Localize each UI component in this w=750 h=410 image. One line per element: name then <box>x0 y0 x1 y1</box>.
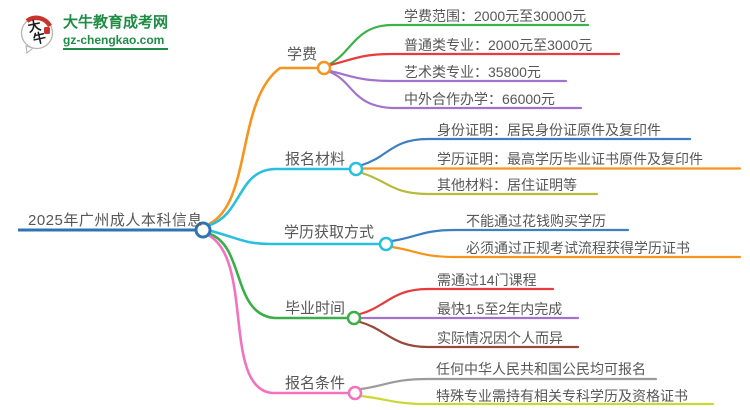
branch-line-materials <box>208 167 351 227</box>
conditions-node-ring <box>347 385 363 401</box>
leaf-cond-citizen: 任何中华人民共和国公民均可报名 <box>436 361 646 377</box>
branch-line-graduation <box>208 232 349 320</box>
leaf-tuition-art: 艺术类专业：35800元 <box>404 64 541 80</box>
leaf-line-cond-special <box>359 394 715 406</box>
leaf-line-tuition-range <box>328 23 590 66</box>
leaf-line-cond-citizen <box>359 377 658 391</box>
leaf-line-materials-id <box>360 137 692 167</box>
leaf-grad-courses: 需通过14门课程 <box>437 272 537 288</box>
degree-method-node-ring <box>378 236 394 252</box>
leaf-grad-varies: 实际情况因个人而异 <box>437 330 563 346</box>
logo-domain: gz-chengkao.com <box>63 33 169 51</box>
leaf-tuition-normal: 普通类专业：2000元至3000元 <box>404 37 593 53</box>
logo-badge-icon: 大 牛 <box>20 15 54 55</box>
leaf-grad-fastest: 最快1.5至2年内完成 <box>437 301 563 317</box>
leaf-materials-diploma: 学历证明：最高学历毕业证书原件及复印件 <box>437 151 703 167</box>
leaf-line-materials-other <box>360 171 599 196</box>
root-node-ring <box>194 221 212 239</box>
leaf-line-method-nobuy <box>390 228 630 243</box>
leaf-line-tuition-art <box>328 69 568 83</box>
leaf-line-method-exam <box>390 245 742 259</box>
leaf-cond-special: 特殊专业需持有相关专科学历及资格证书 <box>436 388 688 404</box>
leaf-method-exam: 必须通过正规考试流程获得学历证书 <box>466 240 690 256</box>
branch-label-degree-method: 学历获取方式 <box>284 224 375 241</box>
leaf-materials-id: 身份证明：居民身份证原件及复印件 <box>437 122 661 138</box>
branch-label-conditions: 报名条件 <box>285 375 346 392</box>
leaf-tuition-joint: 中外合作办学：66000元 <box>404 91 555 107</box>
branch-line-tuition <box>207 66 319 226</box>
leaf-tuition-range: 学费范围：2000元至30000元 <box>404 8 587 24</box>
branch-line-conditions <box>206 233 350 395</box>
leaf-line-tuition-normal <box>328 52 621 67</box>
tuition-node-ring <box>316 60 332 76</box>
materials-node-ring <box>348 161 364 177</box>
leaf-line-tuition-joint <box>328 70 583 110</box>
logo-title: 大牛教育成考网 <box>63 14 169 31</box>
leaf-line-grad-courses <box>358 287 555 316</box>
branch-label-tuition: 学费 <box>287 46 318 63</box>
branch-label-graduation: 毕业时间 <box>285 300 346 317</box>
branch-line-degree-method <box>209 229 381 246</box>
svg-text:大: 大 <box>27 18 43 35</box>
root-node-label: 2025年广州成人本科信息 <box>28 212 203 229</box>
leaf-line-grad-varies <box>358 320 580 349</box>
svg-text:牛: 牛 <box>32 30 48 47</box>
site-logo: 大 牛 大牛教育成考网 gz-chengkao.com <box>19 14 169 56</box>
leaf-method-nobuy: 不能通过花钱购买学历 <box>466 213 606 229</box>
graduation-node-ring <box>346 310 362 326</box>
leaf-materials-other: 其他材料：居住证明等 <box>437 177 577 193</box>
branch-label-materials: 报名材料 <box>285 151 346 168</box>
